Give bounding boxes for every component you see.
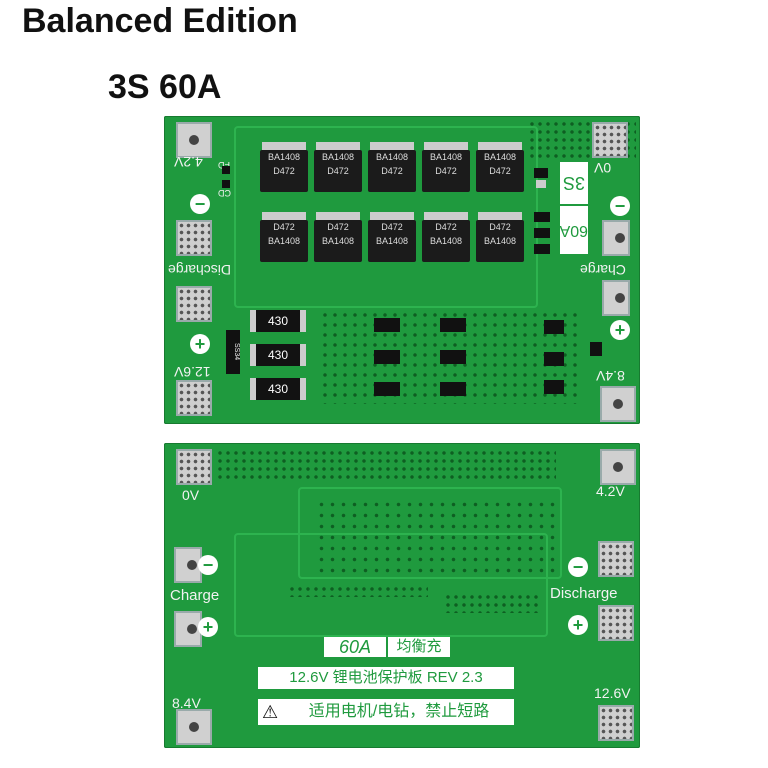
page-title: Balanced Edition <box>22 2 298 40</box>
pad-0v <box>176 449 212 485</box>
ic-chip <box>374 382 400 396</box>
ic-chip <box>374 318 400 332</box>
pad-discharge-plus <box>176 286 212 322</box>
pad-charge-minus <box>174 547 202 583</box>
smd-component <box>536 180 546 188</box>
pad-8-4v <box>600 386 636 422</box>
label-60a: 60A <box>324 637 386 657</box>
pad-discharge-plus <box>598 605 634 641</box>
pad-charge-plus <box>602 280 630 316</box>
power-resistor: 430 <box>250 310 306 332</box>
label-balance: 均衡充 <box>388 637 450 657</box>
via-array <box>216 449 556 483</box>
power-resistor: 430 <box>250 378 306 400</box>
label-8-4v: 8.4V <box>596 368 625 384</box>
diode: SS34 <box>226 330 240 374</box>
pcb-bottom-view: 0V 4.2V Charge Discharge 8.4V 12.6V − + … <box>164 443 640 748</box>
warning-icon: ⚠ <box>262 702 279 722</box>
via-array <box>444 593 540 613</box>
label-discharge: Discharge <box>168 262 232 278</box>
label-12-6v: 12.6V <box>594 685 631 701</box>
plus-icon: + <box>568 615 588 635</box>
label-discharge: Discharge <box>550 585 618 602</box>
minus-icon: − <box>198 555 218 575</box>
label-4-2v: 4.2V <box>174 154 203 170</box>
label-12-6v: 12.6V <box>174 364 211 380</box>
label-60a: 60A <box>560 206 588 254</box>
ic-chip <box>544 352 564 366</box>
pad-discharge-minus <box>598 541 634 577</box>
smd-component <box>534 168 548 178</box>
pad-12-6v <box>598 705 634 741</box>
pad-8-4v <box>176 709 212 745</box>
rev-label: 12.6V 锂电池保护板 REV 2.3 <box>258 667 514 689</box>
pad-12-6v <box>176 380 212 416</box>
pad-discharge-minus <box>176 220 212 256</box>
pad-4-2v <box>176 122 212 158</box>
plus-icon: + <box>198 617 218 637</box>
label-3s: 3S <box>560 162 588 204</box>
pad-0v <box>592 122 628 158</box>
plus-icon: + <box>610 320 630 340</box>
label-charge: Charge <box>580 262 626 278</box>
smd-component <box>534 212 550 222</box>
power-resistor: 430 <box>250 344 306 366</box>
warning-label: ⚠ 适用电机/电钻，禁止短路 <box>258 699 514 725</box>
pcb-top-view: 4.2V FD CD 0V Discharge Charge 12.6V 8.4… <box>164 116 640 424</box>
label-0v: 0V <box>594 160 612 176</box>
smd-component <box>590 342 602 356</box>
ic-chip <box>374 350 400 364</box>
ic-chip <box>544 380 564 394</box>
ic-chip <box>440 318 466 332</box>
pad-4-2v <box>600 449 636 485</box>
smd-component <box>534 244 550 254</box>
via-array <box>316 499 556 573</box>
label-0v: 0V <box>182 487 200 503</box>
label-8-4v: 8.4V <box>172 695 201 711</box>
label-cd: CD <box>218 188 231 198</box>
ic-chip <box>440 382 466 396</box>
label-charge: Charge <box>170 587 220 604</box>
smd-component <box>222 180 230 188</box>
pcb-trace <box>234 533 548 637</box>
minus-icon: − <box>568 557 588 577</box>
ic-chip <box>544 320 564 334</box>
page-subtitle: 3S 60A <box>108 68 222 106</box>
minus-icon: − <box>190 194 210 214</box>
minus-icon: − <box>610 196 630 216</box>
smd-component <box>534 228 550 238</box>
via-array <box>288 585 428 597</box>
ic-chip <box>440 350 466 364</box>
plus-icon: + <box>190 334 210 354</box>
pad-charge-minus <box>602 220 630 256</box>
label-4-2v: 4.2V <box>596 483 625 499</box>
smd-component <box>222 166 230 174</box>
